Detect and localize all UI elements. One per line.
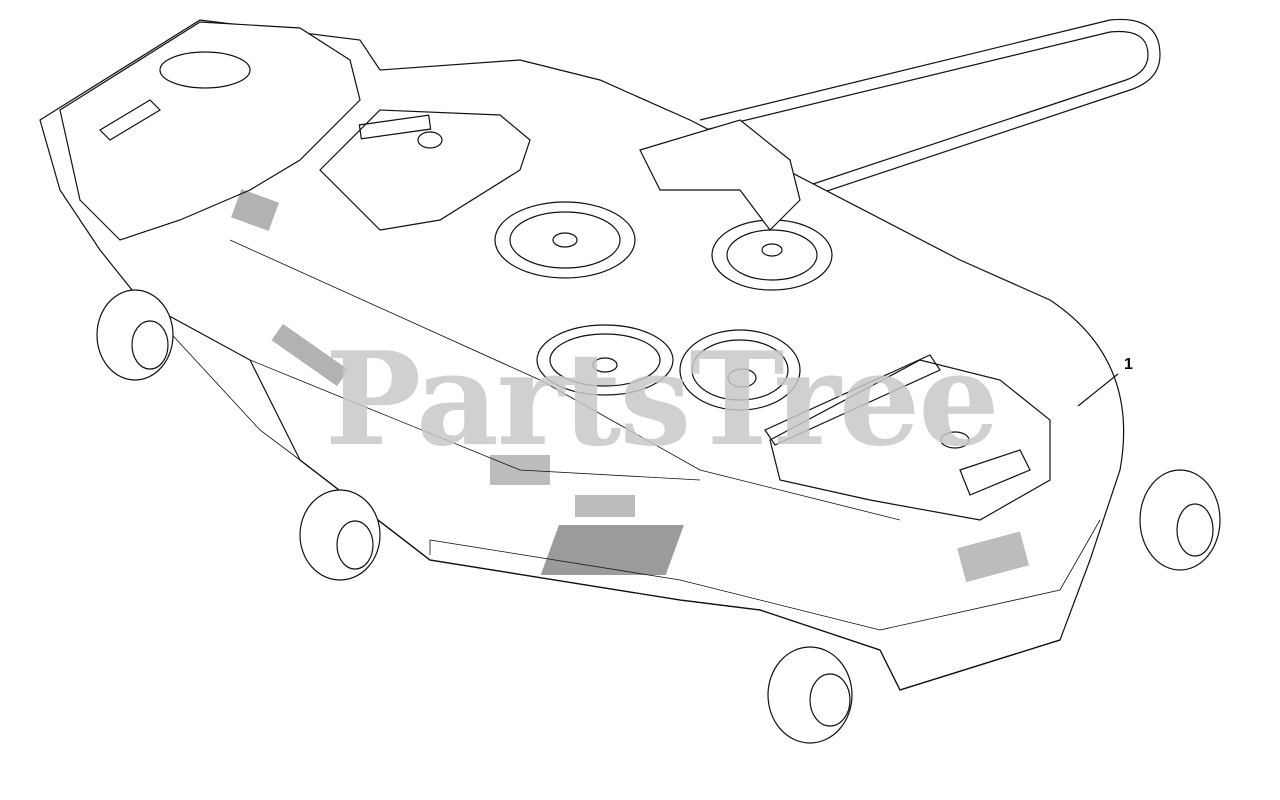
anti-scalp-wheel-rear-left bbox=[299, 489, 381, 581]
belt-cover-right bbox=[764, 354, 1051, 521]
anti-scalp-wheel-rear-right bbox=[767, 646, 853, 744]
anti-scalp-wheel-front-right bbox=[1139, 469, 1221, 571]
anti-scalp-wheel-front-left bbox=[96, 289, 174, 381]
drive-belt bbox=[699, 18, 1161, 216]
center-mount-plate bbox=[319, 109, 531, 231]
spindle-pulley-left bbox=[494, 201, 636, 279]
idler-pulley bbox=[639, 119, 833, 291]
safety-decals bbox=[231, 189, 1029, 583]
belt-cover-left bbox=[59, 21, 361, 241]
callout-leader-1 bbox=[1077, 373, 1119, 407]
callout-1-label[interactable]: 1 bbox=[1124, 356, 1133, 373]
spindle-pulley-right bbox=[679, 329, 801, 411]
spindle-pulley-center bbox=[536, 324, 674, 396]
